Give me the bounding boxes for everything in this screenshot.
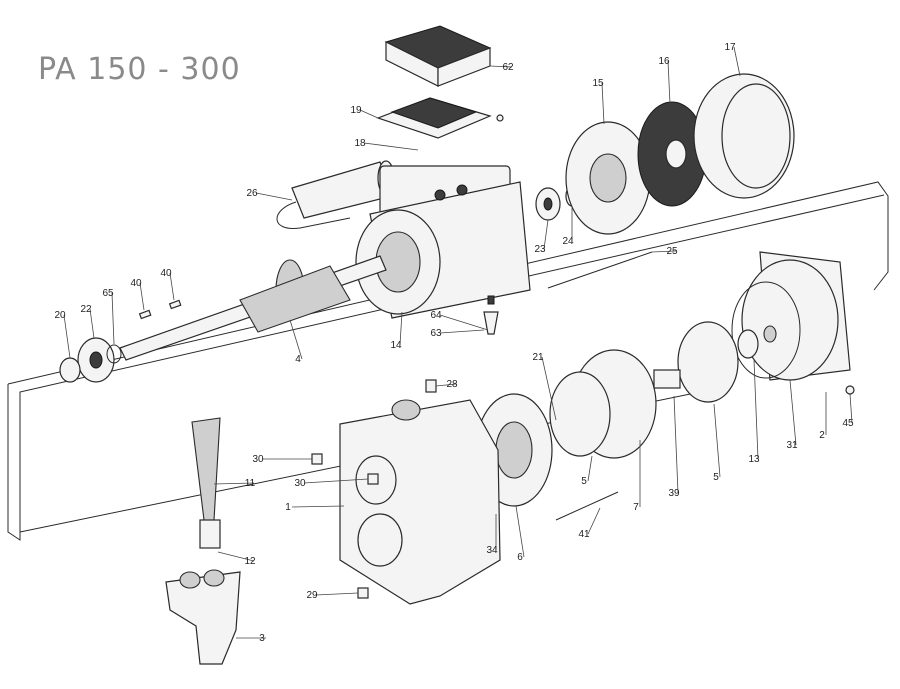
leader-line <box>213 482 255 485</box>
leader-line <box>541 356 557 421</box>
part-number-label: 5 <box>581 476 587 487</box>
ejector-assembly <box>165 417 241 665</box>
impeller-stage <box>549 321 739 459</box>
part-labels: 6219181716152623242540406520226463414212… <box>54 42 854 644</box>
part-number-label: 17 <box>724 42 736 53</box>
terminal-box <box>376 97 504 139</box>
part-number-label: 14 <box>390 340 402 351</box>
leader-line <box>489 65 513 68</box>
part-number-label: 40 <box>130 278 142 289</box>
part-number-label: 40 <box>160 268 172 279</box>
assembly-band <box>7 181 889 385</box>
leader-line <box>543 219 549 250</box>
leader-line <box>587 507 601 535</box>
pump-bracket <box>731 251 851 381</box>
cooling-fan <box>637 101 707 207</box>
leader-line <box>139 282 145 311</box>
pump-body <box>339 399 501 605</box>
leader-line <box>439 314 489 331</box>
part-number-label: 22 <box>80 304 92 315</box>
rotor-shaft <box>119 255 387 361</box>
leader-line <box>667 60 671 105</box>
part-number-label: 45 <box>842 418 854 429</box>
part-number-label: 41 <box>578 529 590 540</box>
part-number-label: 20 <box>54 310 66 321</box>
part-number-label: 26 <box>246 188 258 199</box>
leader-line <box>789 379 797 446</box>
part-number-label: 15 <box>592 78 604 89</box>
part-number-label: 29 <box>306 590 318 601</box>
part-number-label: 23 <box>534 244 546 255</box>
mechanical-seal <box>737 325 777 359</box>
leader-line <box>363 142 419 151</box>
leader-line <box>359 109 379 119</box>
part-number-label: 4 <box>295 354 301 365</box>
part-number-label: 34 <box>486 545 498 556</box>
leader-line <box>315 592 359 596</box>
part-number-label: 11 <box>245 478 256 489</box>
leader-line <box>289 319 303 360</box>
shaft-bearings <box>59 337 122 383</box>
leader-line <box>399 311 403 346</box>
leader-line <box>303 478 369 484</box>
terminal-cover <box>384 25 492 87</box>
part-number-label: 31 <box>786 440 798 451</box>
motor-housing <box>355 165 531 319</box>
part-number-label: 63 <box>430 328 442 339</box>
leader-line <box>169 272 175 301</box>
part-number-label: 3 <box>259 633 265 644</box>
part-number-label: 16 <box>658 56 670 67</box>
part-number-label: 2 <box>819 430 825 441</box>
leader-line <box>587 455 593 482</box>
part-number-label: 24 <box>562 236 574 247</box>
leader-line <box>673 395 679 494</box>
leader-line <box>255 192 293 201</box>
leader-line <box>291 505 345 508</box>
fan-cover <box>693 73 795 199</box>
part-number-label: 30 <box>252 454 264 465</box>
leader-line <box>733 46 741 77</box>
part-number-label: 30 <box>294 478 306 489</box>
leader-line <box>713 403 721 478</box>
part-number-label: 25 <box>666 246 678 257</box>
leader-line <box>89 308 95 339</box>
leader-line <box>435 383 457 387</box>
end-cover <box>565 121 651 235</box>
part-number-label: 1 <box>285 502 291 513</box>
diagram-title: PA 150 - 300 <box>38 52 241 87</box>
part-number-label: 18 <box>354 138 366 149</box>
leader-line <box>515 505 525 558</box>
part-number-label: 21 <box>532 352 544 363</box>
part-number-label: 19 <box>350 105 362 116</box>
part-number-label: 6 <box>517 552 523 563</box>
part-number-label: 13 <box>748 454 760 465</box>
part-number-label: 64 <box>430 310 442 321</box>
leader-line <box>111 292 115 345</box>
leader-line <box>63 314 71 359</box>
part-number-label: 62 <box>502 62 514 73</box>
leader-line <box>217 551 255 562</box>
part-number-label: 5 <box>713 472 719 483</box>
part-number-label: 39 <box>668 488 680 499</box>
leader-line <box>753 359 759 460</box>
leader-line <box>651 250 677 253</box>
leader-line <box>439 329 485 334</box>
part-number-label: 7 <box>633 502 639 513</box>
leader-line <box>849 393 853 424</box>
leader-line <box>601 82 605 125</box>
part-number-label: 28 <box>446 379 458 390</box>
part-number-label: 12 <box>244 556 256 567</box>
part-number-label: 65 <box>102 288 114 299</box>
